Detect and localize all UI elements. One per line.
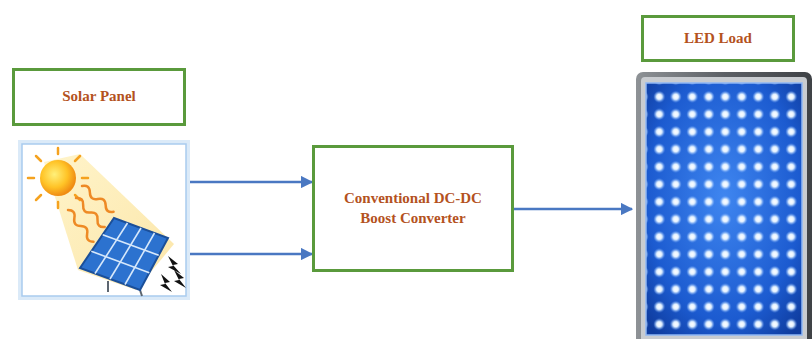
heading-box: LED Load	[641, 15, 795, 62]
led-panel-illustration	[632, 72, 812, 339]
solar-panel-illustration	[18, 140, 190, 300]
led-load-node: LED Load	[632, 72, 812, 339]
heading-text: LED Load	[684, 29, 752, 49]
flow-arrow	[514, 208, 632, 211]
heading-text: Solar Panel	[62, 87, 135, 107]
node-label: Conventional DC-DC Boost Converter	[337, 189, 489, 228]
heading-box: Solar Panel	[12, 68, 186, 126]
converter-box: Conventional DC-DC Boost Converter	[312, 145, 514, 272]
flow-arrow	[190, 181, 312, 184]
solar-panel-node: Solar Panel	[18, 140, 190, 300]
flow-arrow	[190, 253, 312, 256]
